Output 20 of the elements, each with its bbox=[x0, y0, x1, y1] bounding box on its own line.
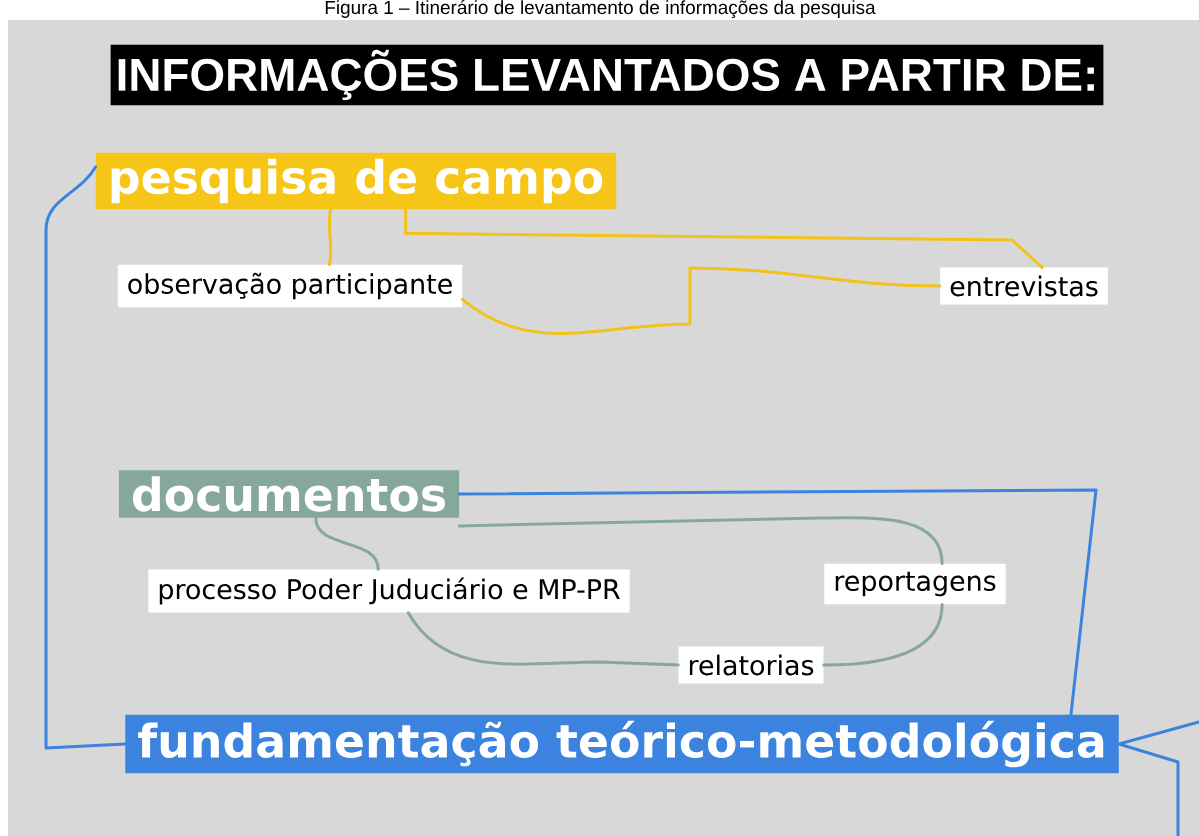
connector-line bbox=[1117, 720, 1199, 836]
text-label-box: entrevistas bbox=[940, 267, 1108, 305]
text-label-box: observação participante bbox=[117, 264, 463, 308]
connector-line bbox=[406, 611, 680, 667]
connector-line bbox=[314, 516, 380, 571]
title-box: pesquisa de campo bbox=[95, 152, 617, 210]
title-box: documentos bbox=[118, 470, 460, 518]
connector-line bbox=[404, 207, 1044, 269]
connector-line bbox=[327, 207, 333, 267]
connector-line bbox=[457, 516, 944, 566]
connector-line bbox=[44, 165, 127, 750]
text-label-box: processo Poder Juduciário e MP-PR bbox=[148, 569, 630, 613]
connector-line bbox=[457, 488, 1098, 716]
connector-line bbox=[460, 266, 942, 335]
connector-line bbox=[822, 602, 944, 667]
text-label-box: reportagens bbox=[824, 563, 1006, 605]
text-label-box: relatorias bbox=[678, 646, 824, 684]
figure-caption: Figura 1 – Itinerário de levantamento de informações da pesquisa bbox=[325, 0, 876, 18]
title-box: fundamentação teórico-metodológica bbox=[125, 714, 1119, 774]
heading-banner: INFORMAÇÕES LEVANTADOS A PARTIR DE: bbox=[110, 44, 1104, 106]
